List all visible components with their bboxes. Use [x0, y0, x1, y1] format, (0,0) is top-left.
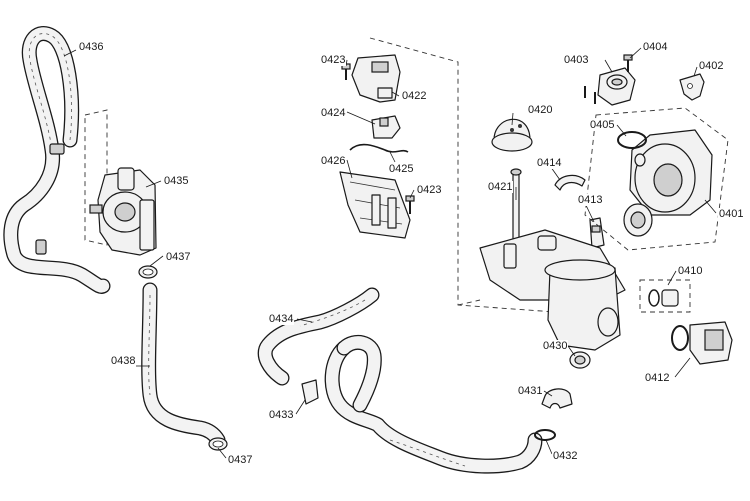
cap-0420 [491, 118, 533, 152]
seal-ring-0432 [534, 429, 556, 441]
label-0431: 0431 [517, 385, 544, 397]
screw-0404 [623, 54, 633, 72]
label-0433: 0433 [268, 409, 295, 421]
connector-0403 [597, 67, 636, 106]
leader-lines [63, 47, 717, 459]
label-0438: 0438 [110, 355, 137, 367]
label-0432: 0432 [552, 450, 579, 462]
label-0430: 0430 [542, 340, 569, 352]
clip-0431 [541, 388, 573, 409]
rod-0421 [510, 168, 522, 243]
circulation-pump-0401 [623, 129, 713, 237]
label-0437-bottom: 0437 [227, 454, 254, 466]
part-0430 [569, 351, 591, 369]
seal-ring-0405 [617, 131, 647, 149]
label-0405: 0405 [589, 119, 616, 131]
part-0424 [371, 115, 401, 139]
label-0423-top: 0423 [320, 54, 347, 66]
label-0410: 0410 [677, 265, 704, 277]
bracket-0402 [679, 73, 705, 101]
label-0420: 0420 [527, 104, 554, 116]
pump-assembly-outline-0401 [584, 107, 729, 251]
part-0410-outline [639, 279, 691, 313]
label-0437-top: 0437 [165, 251, 192, 263]
label-0414: 0414 [536, 157, 563, 169]
wire-0425 [349, 143, 409, 153]
label-0422: 0422 [401, 90, 428, 102]
label-0436: 0436 [78, 41, 105, 53]
screw-0423-top [341, 63, 351, 80]
hose-0438 [141, 282, 226, 448]
label-0423-mid: 0423 [416, 184, 443, 196]
drain-pump-0435 [84, 109, 157, 256]
hose-0434 [257, 287, 380, 386]
label-0413: 0413 [577, 194, 604, 206]
label-0435: 0435 [163, 175, 190, 187]
bracket-0422 [351, 54, 401, 103]
screws-0403 [584, 86, 596, 104]
hose-clamp-0437-bottom [208, 437, 228, 451]
label-0426: 0426 [320, 155, 347, 167]
dashed-assembly-outline [369, 37, 556, 313]
label-0401: 0401 [718, 208, 745, 220]
screw-0423-mid [405, 195, 415, 214]
label-0425: 0425 [388, 163, 415, 175]
label-0434: 0434 [268, 313, 295, 325]
clip-0433 [301, 379, 319, 405]
label-0424: 0424 [320, 107, 347, 119]
label-0404: 0404 [642, 41, 669, 53]
hose-clamp-0437-top [138, 265, 158, 279]
part-0413 [589, 217, 605, 249]
hose-0432 [324, 334, 543, 474]
clip-0414 [554, 174, 586, 191]
sump-assembly [479, 229, 626, 351]
basket-0426 [339, 171, 411, 239]
label-0403: 0403 [563, 54, 590, 66]
label-0412: 0412 [644, 372, 671, 384]
drain-hose-0436 [3, 26, 111, 294]
heater-pump-0412 [671, 321, 733, 365]
part-0410 [648, 289, 679, 307]
label-0421: 0421 [487, 181, 514, 193]
label-0402: 0402 [698, 60, 725, 72]
